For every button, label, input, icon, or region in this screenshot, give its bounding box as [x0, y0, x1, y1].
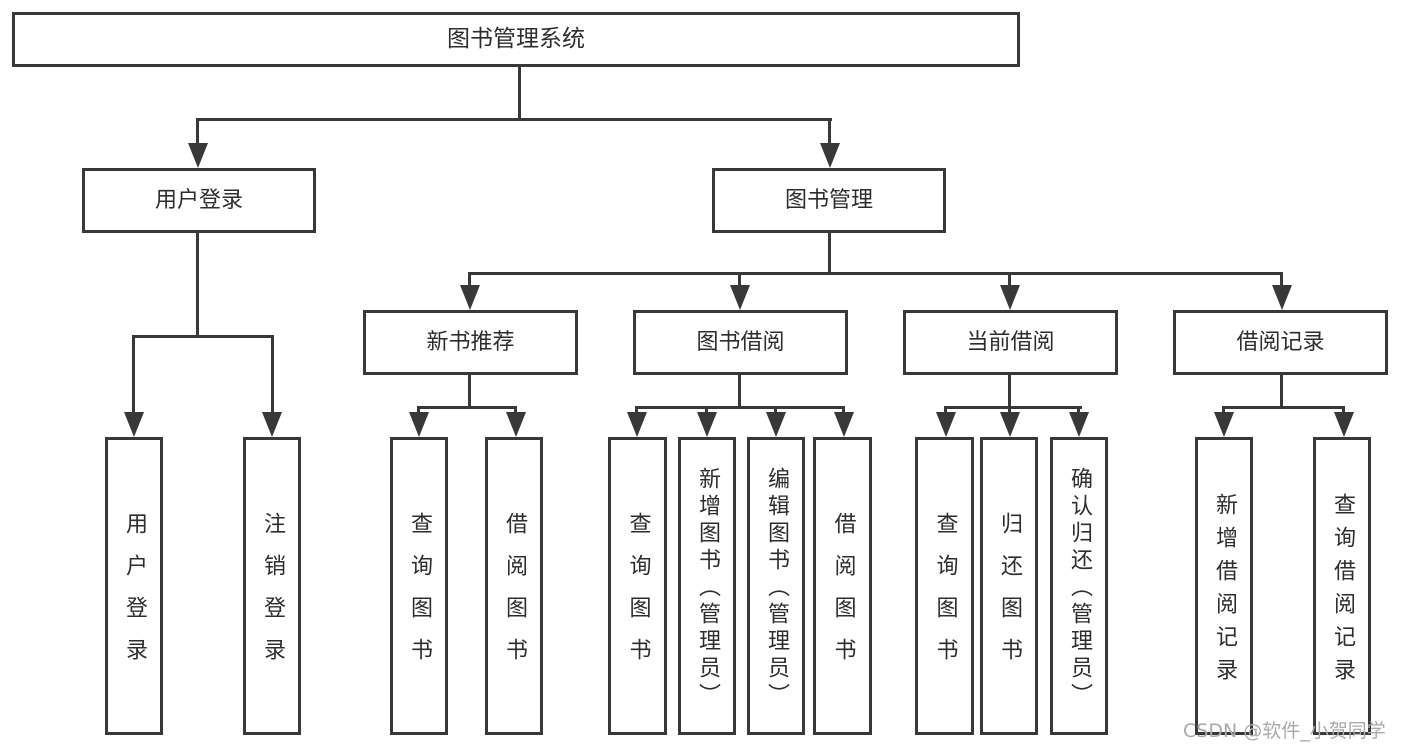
connector-shaft — [196, 118, 199, 150]
connector-user-login-horizontal — [132, 335, 274, 338]
arrowhead-down-icon — [460, 285, 480, 310]
arrowhead-down-icon — [124, 412, 144, 437]
node-edit-book-admin: 编辑图书（管理员） — [747, 437, 805, 735]
arrowhead-down-icon — [1214, 412, 1234, 437]
node-query-books-borrow-label: 查询图书 — [625, 512, 651, 680]
arrowhead-down-icon — [262, 412, 282, 437]
node-edit-book-admin-label: 编辑图书（管理员） — [764, 467, 789, 710]
node-query-books-current: 查询图书 — [915, 437, 974, 735]
node-user-login: 用户登录 — [82, 168, 316, 233]
connector-level4-horizontal — [635, 406, 845, 409]
node-add-borrow-record: 新增借阅记录 — [1195, 437, 1253, 735]
node-root: 图书管理系统 — [12, 12, 1020, 67]
arrowhead-down-icon — [1272, 285, 1292, 310]
node-book-borrow: 图书借阅 — [633, 310, 848, 375]
node-query-books-current-label: 查询图书 — [932, 512, 958, 680]
connector-level3-horizontal — [468, 272, 1283, 275]
connector-stem — [1280, 373, 1283, 409]
arrowhead-down-icon — [697, 412, 717, 437]
node-user-login-leaf: 用户登录 — [105, 437, 163, 735]
connector-shaft — [738, 272, 741, 290]
node-confirm-return-admin-label: 确认归还（管理员） — [1067, 467, 1092, 710]
node-current-borrow: 当前借阅 — [903, 310, 1118, 375]
node-book-management: 图书管理 — [712, 168, 946, 233]
connector-stem — [468, 373, 471, 409]
arrowhead-down-icon — [766, 412, 786, 437]
arrowhead-down-icon — [409, 412, 429, 437]
connector-user-login-stem — [196, 231, 199, 337]
arrowhead-down-icon — [1069, 412, 1089, 437]
node-add-book-admin: 新增图书（管理员） — [678, 437, 736, 735]
arrowhead-down-icon — [627, 412, 647, 437]
arrowhead-down-icon — [506, 412, 526, 437]
connector-level2-horizontal — [196, 118, 832, 121]
node-new-book-recommend-label: 新书推荐 — [426, 329, 515, 355]
node-book-borrow-label: 图书借阅 — [696, 329, 785, 355]
connector-level4-horizontal — [1222, 406, 1345, 409]
node-return-books: 归还图书 — [980, 437, 1038, 735]
node-add-borrow-record-label: 新增借阅记录 — [1212, 492, 1237, 691]
arrowhead-down-icon — [1000, 285, 1020, 310]
connector-root-stem — [518, 64, 521, 120]
connector-book-management-stem — [828, 231, 831, 274]
node-root-label: 图书管理系统 — [447, 26, 585, 52]
node-current-borrow-label: 当前借阅 — [966, 329, 1055, 355]
arrowhead-down-icon — [730, 285, 750, 310]
connector-stem — [738, 373, 741, 409]
arrowhead-down-icon — [834, 412, 854, 437]
node-add-book-admin-label: 新增图书（管理员） — [695, 467, 720, 710]
connector-shaft — [1008, 272, 1011, 290]
connector-level4-horizontal — [944, 406, 1082, 409]
node-query-books-borrow: 查询图书 — [608, 437, 667, 735]
arrowhead-down-icon — [188, 143, 208, 168]
connector-shaft — [1280, 272, 1283, 290]
node-borrow-records-label: 借阅记录 — [1236, 329, 1325, 355]
arrowhead-down-icon — [820, 143, 840, 168]
watermark: CSDN @软件_小贺同学 — [1183, 720, 1386, 742]
node-user-login-label: 用户登录 — [154, 187, 243, 213]
node-borrow-books-recommend: 借阅图书 — [485, 437, 543, 735]
node-return-books-label: 归还图书 — [997, 512, 1022, 680]
connector-shaft — [468, 272, 471, 290]
node-new-book-recommend: 新书推荐 — [363, 310, 578, 375]
node-borrow-books-leaf: 借阅图书 — [813, 437, 872, 735]
arrowhead-down-icon — [1000, 412, 1020, 437]
connector-stem — [1008, 373, 1011, 409]
connector-level4-horizontal — [417, 406, 517, 409]
connector-shaft — [271, 335, 274, 417]
arrowhead-down-icon — [936, 412, 956, 437]
connector-shaft — [132, 335, 135, 417]
node-borrow-books-leaf-label: 借阅图书 — [830, 512, 856, 680]
connector-shaft — [828, 118, 831, 150]
node-logout: 注销登录 — [243, 437, 301, 735]
node-query-borrow-record: 查询借阅记录 — [1313, 437, 1371, 735]
node-borrow-records: 借阅记录 — [1173, 310, 1388, 375]
node-query-books-recommend-label: 查询图书 — [407, 512, 432, 680]
node-logout-label: 注销登录 — [260, 512, 285, 680]
node-query-borrow-record-label: 查询借阅记录 — [1330, 492, 1355, 691]
node-book-management-label: 图书管理 — [784, 187, 873, 213]
node-confirm-return-admin: 确认归还（管理员） — [1050, 437, 1108, 735]
node-borrow-books-recommend-label: 借阅图书 — [502, 512, 527, 680]
arrowhead-down-icon — [1334, 412, 1354, 437]
node-user-login-leaf-label: 用户登录 — [122, 512, 147, 680]
node-query-books-recommend: 查询图书 — [390, 437, 448, 735]
